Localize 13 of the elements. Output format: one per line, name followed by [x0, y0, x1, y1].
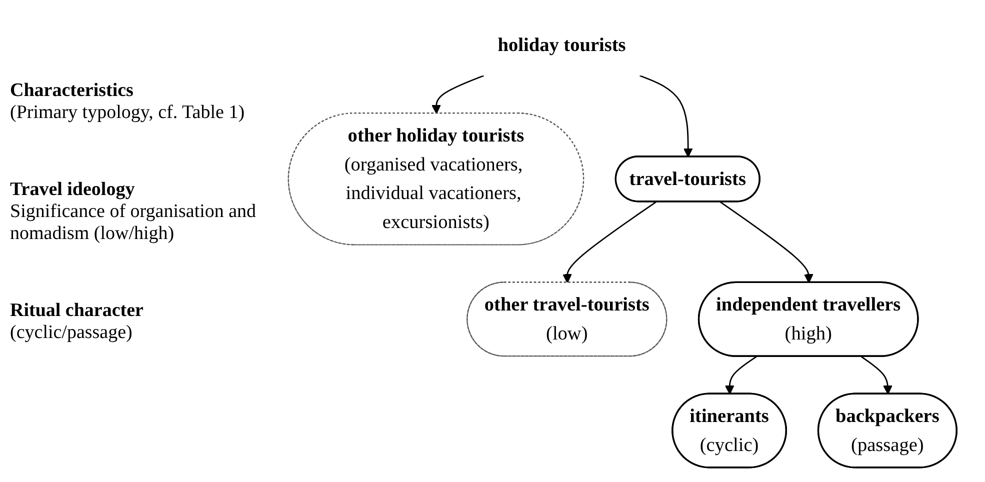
arrow — [640, 74, 693, 158]
arrow — [432, 74, 484, 114]
arrow — [720, 201, 814, 284]
arrow — [724, 356, 757, 395]
row-description: (Primary typology, cf. Table 1) — [10, 102, 246, 124]
row-heading: Ritual character — [10, 300, 144, 322]
node-text: holiday tourists — [498, 34, 626, 56]
row-heading: Travel ideology — [10, 179, 136, 201]
row-description: (cyclic/passage) — [10, 322, 134, 344]
row-description: Significance of organisation and nomadism (low/high) — [10, 201, 258, 245]
arrow — [860, 356, 892, 395]
arrow — [562, 201, 656, 284]
row-heading: Characteristics — [10, 80, 134, 102]
